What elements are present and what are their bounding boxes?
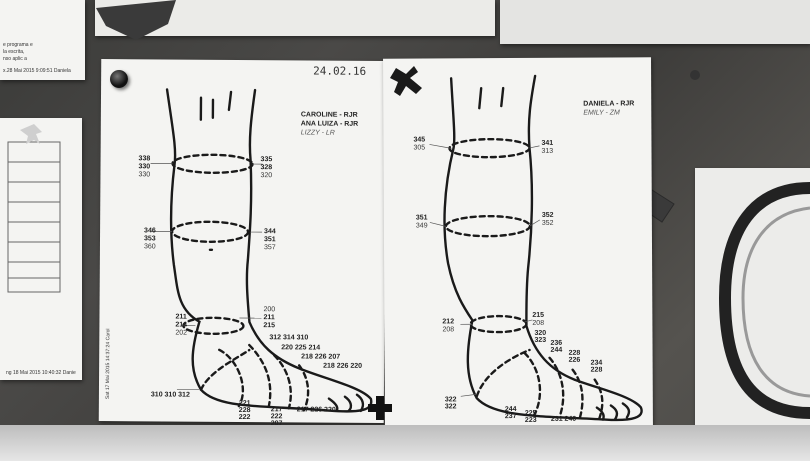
measure-label: 338 xyxy=(139,155,151,162)
note-timestamp: ng 18 Mai 2015 10:40:32 Danie xyxy=(6,370,76,376)
sheet-1: 24.02.16 CAROLINE - RJR ANA LUIZA - RJR … xyxy=(99,59,387,423)
top-right-paper xyxy=(500,0,810,44)
note-line: e programa e xyxy=(3,42,33,48)
measure-label: 351 xyxy=(416,214,428,221)
patient-name: ANA LUIZA - RJR xyxy=(301,119,358,128)
foot-label: 221 228 222 xyxy=(239,400,257,421)
table-grid xyxy=(0,118,82,380)
measure-label: 313 xyxy=(541,148,553,155)
measure-label: 208 xyxy=(442,326,454,333)
foot-label: 217 226 220 xyxy=(297,406,336,413)
sheet-date: 24.02.16 xyxy=(313,64,366,77)
measure-label: 320 xyxy=(260,172,272,179)
measure-label: 352 xyxy=(542,220,554,227)
measure-label: 360 xyxy=(144,243,156,250)
measure-label: 212 xyxy=(442,318,454,325)
right-partial-sheet xyxy=(695,168,810,430)
foot-label: 310 310 312 xyxy=(151,391,190,398)
measure-label: 351 xyxy=(264,236,276,243)
left-table-sheet: ng 18 Mai 2015 10:40:32 Danie xyxy=(0,118,82,380)
measure-label: 328 xyxy=(260,164,272,171)
foot-label: 225 223 xyxy=(525,410,541,424)
foot-label: 312 314 310 xyxy=(269,334,308,341)
measure-label: 353 xyxy=(144,235,156,242)
left-top-note: e programa e la escrita, nso aplic a x.2… xyxy=(0,0,85,80)
measure-label: 202 xyxy=(175,330,187,337)
foot-label: 236 244 xyxy=(550,340,566,354)
push-pin xyxy=(690,70,700,80)
patient-list: CAROLINE - RJR ANA LUIZA - RJR LIZZY - L… xyxy=(301,110,359,137)
partial-shape xyxy=(695,168,810,430)
foot-label: 228 226 xyxy=(569,350,585,364)
foot-label: 320 323 xyxy=(534,330,550,344)
measure-label: 330 xyxy=(138,163,150,170)
cross-magnet xyxy=(366,394,394,422)
measure-label: 215 xyxy=(532,312,544,319)
note-line: la escrita, xyxy=(3,49,24,55)
foot-label: 231 240 xyxy=(551,416,576,423)
top-dark-tab xyxy=(96,0,186,42)
measure-label: 346 xyxy=(144,227,156,234)
measure-label: 352 xyxy=(542,212,554,219)
foot-label: 234 228 xyxy=(591,360,607,374)
measure-label: 211 xyxy=(263,314,274,321)
foot-label: 218 226 207 xyxy=(301,353,340,360)
patient-name: DANIELA - RJR xyxy=(583,99,634,108)
foot-label: 218 226 220 xyxy=(323,363,362,370)
foot-label: 322 322 xyxy=(445,396,461,410)
measure-label: 214 xyxy=(175,322,187,329)
patient-name: EMILY - ZM xyxy=(583,108,634,117)
foot-label: 220 225 214 xyxy=(281,344,320,351)
push-pin xyxy=(110,70,128,88)
sheet-2: DANIELA - RJR EMILY - ZM 345 305 341 313… xyxy=(383,57,653,432)
measure-label: 341 xyxy=(541,140,553,147)
measure-label: 345 xyxy=(413,136,425,143)
patient-name: CAROLINE - RJR xyxy=(301,110,358,119)
measure-label: 208 xyxy=(532,320,544,327)
board-frame xyxy=(0,425,810,461)
measure-label: 305 xyxy=(413,144,425,151)
patient-name: LIZZY - LR xyxy=(301,128,358,137)
patient-list: DANIELA - RJR EMILY - ZM xyxy=(583,99,634,117)
note-line: nso aplic a xyxy=(3,56,27,62)
measure-label: 344 xyxy=(264,228,276,235)
measure-label: 349 xyxy=(416,222,428,229)
measure-label: 211 xyxy=(175,314,186,321)
measure-label: 215 xyxy=(263,322,275,329)
figure-magnet xyxy=(388,62,428,102)
measure-label: 330 xyxy=(138,171,150,178)
foot-label: 244 237 xyxy=(505,406,521,420)
measure-label: 200 xyxy=(263,306,275,313)
side-timestamp: Sat 17 Mai 2015 14:37:24 Carol xyxy=(105,328,111,399)
note-line: x.28 Mai 2015 9:09:51 Daniela xyxy=(3,68,71,74)
measure-label: 335 xyxy=(261,156,273,163)
measure-label: 357 xyxy=(264,244,276,251)
